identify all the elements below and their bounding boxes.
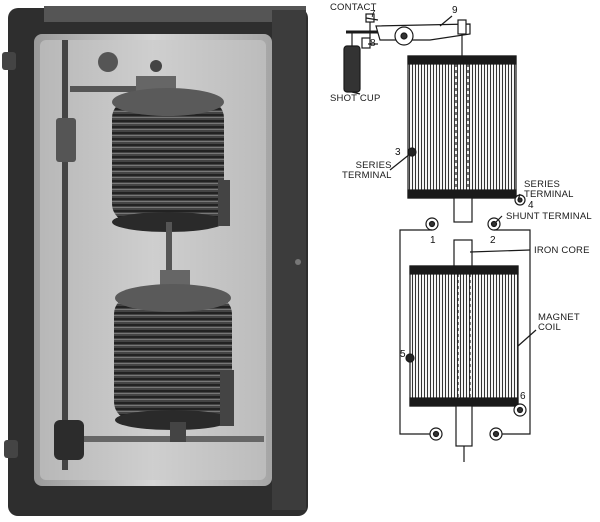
label-contact: CONTACT <box>330 2 377 13</box>
relay-diagram <box>343 13 537 462</box>
iron-core <box>453 197 473 223</box>
hinge-top <box>2 52 16 70</box>
lever-arm <box>375 23 471 41</box>
lower-coil-photo <box>114 270 234 430</box>
number-8: 8 <box>370 38 376 49</box>
number-2: 2 <box>490 235 496 246</box>
relay-photo <box>2 6 308 516</box>
support-rod <box>62 40 68 470</box>
label-shunt-terminal: SHUNT TERMINAL <box>506 211 592 222</box>
number-4: 4 <box>528 200 534 211</box>
label-iron-core: IRON CORE <box>534 245 590 256</box>
label-magnet-coil: MAGNET COIL <box>538 312 580 333</box>
lower-coil-diagram <box>409 265 519 407</box>
upper-coil-diagram <box>407 55 517 199</box>
label-series-terminal-right: SERIES TERMINAL <box>524 179 574 200</box>
number-6: 6 <box>520 391 526 402</box>
label-series-terminal-left: SERIES TERMINAL <box>342 160 392 181</box>
hinge-bottom <box>4 440 18 458</box>
upper-coil-photo <box>112 88 230 232</box>
number-9: 9 <box>452 5 458 16</box>
label-shot-cup: SHOT CUP <box>330 93 381 104</box>
number-7: 7 <box>370 9 376 20</box>
shot-cup <box>343 45 361 93</box>
wiring <box>399 229 432 435</box>
number-1: 1 <box>430 235 436 246</box>
number-3: 3 <box>395 147 401 158</box>
terminals <box>405 147 527 441</box>
number-5: 5 <box>400 349 406 360</box>
